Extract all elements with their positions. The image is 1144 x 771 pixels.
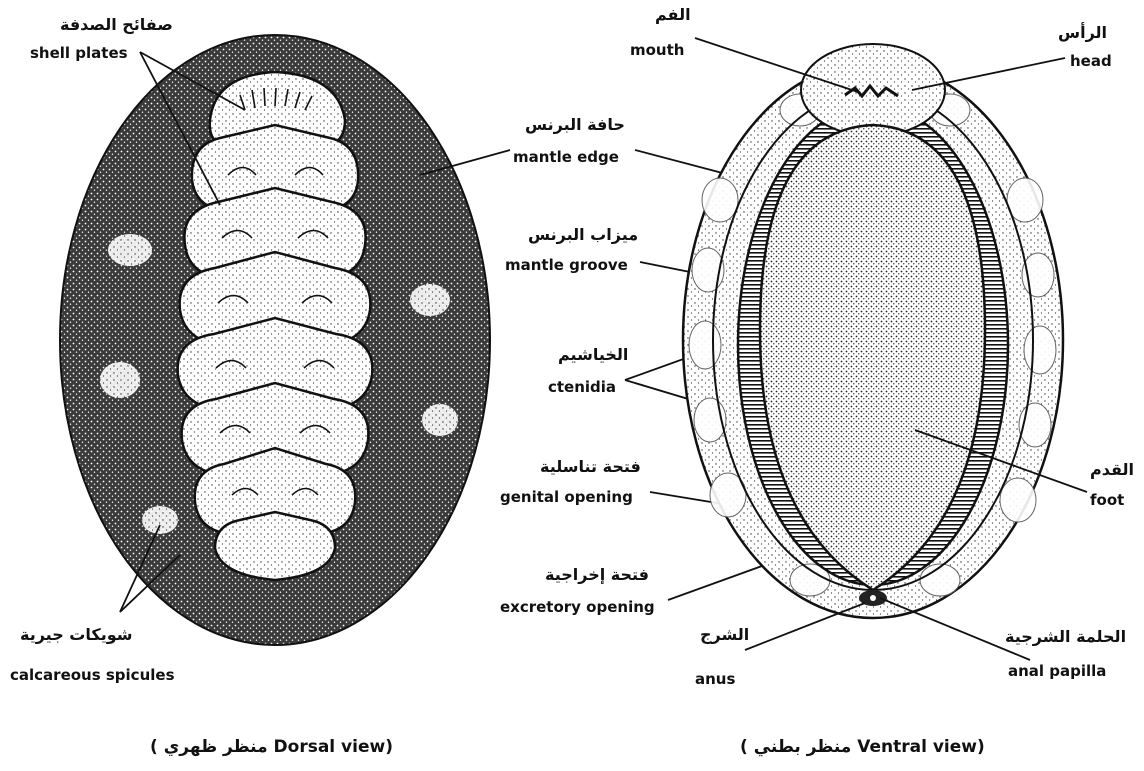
label-mantle-edge-ar: حافة البرنس (525, 115, 625, 134)
label-foot: foot (1090, 491, 1124, 509)
caption-dorsal-view: ( منظر ظهري Dorsal view) (150, 737, 393, 757)
label-mouth: mouth (630, 41, 684, 59)
label-mouth-ar: الفم (655, 5, 691, 24)
ventral-view-drawing (683, 44, 1063, 618)
label-shell-plates-ar: صفائح الصدفة (60, 15, 173, 34)
label-genital-opening-ar: فتحة تناسلية (540, 457, 641, 476)
label-mantle-groove: mantle groove (505, 256, 628, 274)
label-excretory-opening-ar: فتحة إخراجية (545, 565, 649, 584)
caption-ventral-view: ( منظر بطني Ventral view) (740, 737, 985, 757)
label-foot-ar: القدم (1090, 460, 1134, 479)
label-ctenidia-ar: الخياشيم (558, 345, 628, 364)
label-calcareous-spicules: calcareous spicules (10, 666, 175, 684)
label-mantle-groove-ar: ميزاب البرنس (528, 225, 638, 244)
label-anus-ar: الشرج (700, 625, 749, 644)
label-shell-plates: shell plates (30, 44, 128, 62)
label-head: head (1070, 52, 1112, 70)
anus-leader (745, 603, 865, 650)
label-mantle-edge: mantle edge (513, 148, 619, 166)
label-anal-papilla-ar: الحلمة الشرجية (1005, 627, 1126, 646)
label-head-ar: الرأس (1058, 22, 1107, 42)
label-genital-opening: genital opening (500, 488, 633, 506)
label-spicules-ar: شويكات جيرية (20, 625, 132, 644)
label-anus: anus (695, 670, 735, 688)
dorsal-shell-plates (178, 72, 373, 580)
label-excretory-opening: excretory opening (500, 598, 655, 616)
anus (870, 595, 876, 601)
dorsal-view-drawing (60, 35, 490, 645)
label-anal-papilla: anal papilla (1008, 662, 1106, 680)
label-ctenidia: ctenidia (548, 378, 616, 396)
